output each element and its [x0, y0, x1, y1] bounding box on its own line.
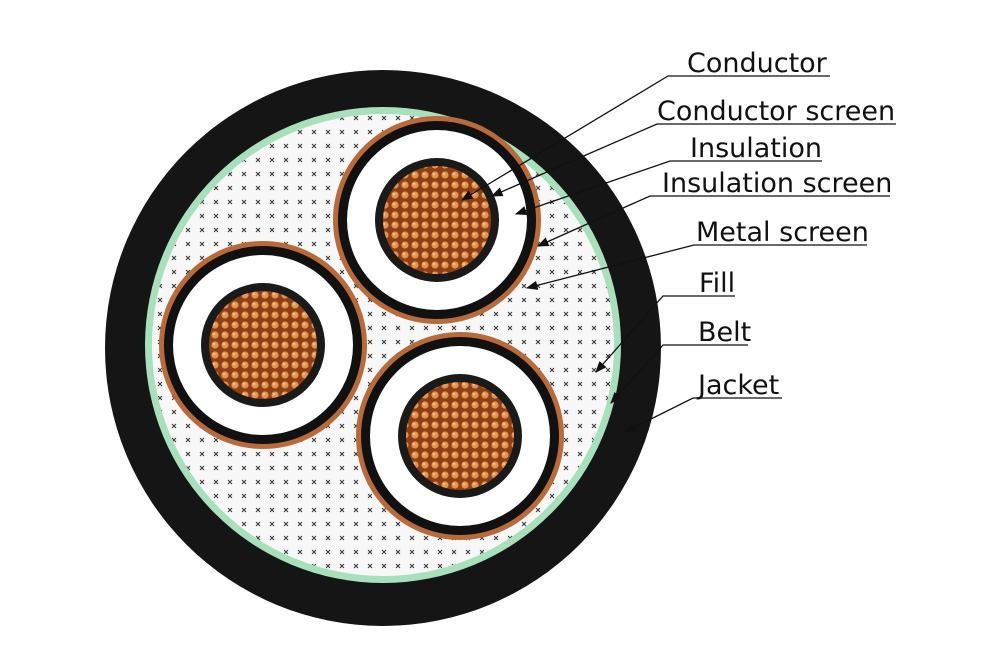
- leader-jacket: [623, 397, 782, 433]
- label-insulation-screen: Insulation screen: [662, 168, 892, 199]
- label-fill: Fill: [699, 268, 735, 299]
- label-insulation: Insulation: [690, 133, 822, 164]
- label-jacket: Jacket: [696, 370, 779, 401]
- leader-fill: [595, 295, 735, 373]
- leader-belt: [610, 344, 748, 404]
- conductor: [383, 166, 491, 274]
- leader-insulation: [514, 160, 822, 215]
- leader-insulation-screen: [536, 195, 890, 247]
- core-bottom: [356, 332, 564, 540]
- labels: Conductor Conductor screen Insulation In…: [657, 48, 895, 401]
- conductor: [406, 382, 514, 490]
- core-left: [159, 241, 367, 449]
- label-conductor: Conductor: [687, 48, 828, 79]
- leader-conductor-screen: [490, 123, 896, 197]
- leader-lines: [460, 75, 896, 433]
- leader-metal-screen: [525, 244, 867, 290]
- core-top: [333, 116, 541, 324]
- label-belt: Belt: [698, 317, 751, 348]
- label-conductor-screen: Conductor screen: [657, 96, 895, 127]
- label-metal-screen: Metal screen: [696, 217, 869, 248]
- conductor: [209, 291, 317, 399]
- leader-conductor: [460, 75, 830, 201]
